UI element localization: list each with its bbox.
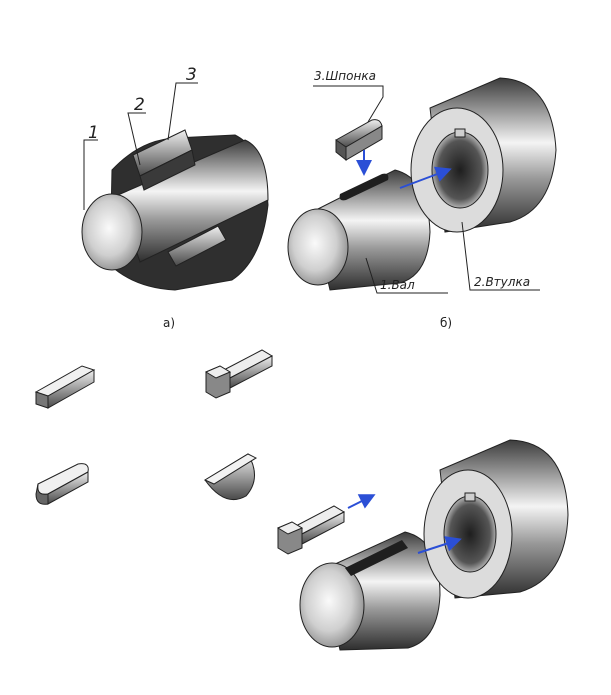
label-shaft: 1.Вал (380, 278, 415, 292)
key-insert-arrow-2 (347, 494, 376, 509)
assembly-arrow-b (399, 166, 452, 189)
bushing-bore-b (431, 131, 489, 209)
callout-3: 3 (186, 65, 197, 85)
keyway-slot (339, 173, 389, 201)
key-segment (203, 453, 258, 500)
keyway-slot-c (345, 540, 408, 576)
figure-b: 3.Шпонка 1.Вал 2.Втулка б) (287, 69, 557, 330)
assembly-arrow-c (417, 536, 462, 554)
caption-b: б) (440, 316, 452, 330)
key-gib-head (204, 349, 274, 399)
shaft-end-face-b (287, 208, 349, 286)
bottom-assembly (276, 439, 569, 651)
figure-a: 1 2 3 a) (81, 65, 269, 330)
shaft-end-face-c (299, 562, 365, 648)
key-rounded (35, 463, 89, 505)
key-types (34, 349, 274, 505)
bushing-keyway-b (454, 128, 466, 138)
bushing-keyway-c (464, 492, 476, 502)
caption-a: a) (163, 316, 175, 330)
shaft-body-a (117, 139, 269, 263)
label-key: 3.Шпонка (314, 69, 376, 83)
key-bottom (167, 225, 227, 267)
bushing-bore-c (443, 495, 497, 573)
callout-1: 1 (88, 123, 99, 143)
key-prismatic (34, 365, 96, 409)
callout-2: 2 (134, 95, 145, 115)
key-gib-head-2 (276, 505, 346, 555)
shaft-end-face-a (81, 193, 143, 271)
label-bushing: 2.Втулка (474, 275, 530, 289)
